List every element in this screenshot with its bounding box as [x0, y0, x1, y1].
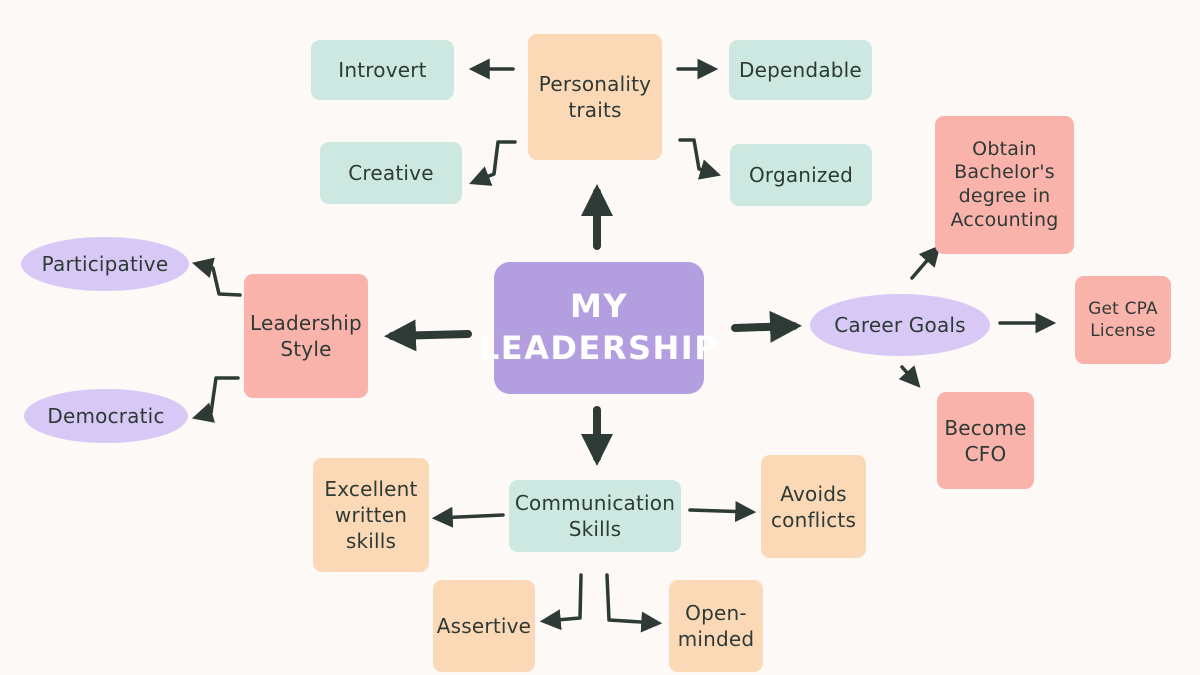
leadership-style-node: Leadership Style [244, 274, 368, 398]
creative-node: Creative [320, 142, 462, 204]
arrow-career-to-cfo [898, 365, 921, 388]
assertive-node: Assertive [433, 580, 535, 672]
career-goals-node: Career Goals [810, 294, 990, 356]
arrow-center-to-leadership-style [384, 319, 472, 352]
arrow-personality-to-creative [469, 140, 517, 186]
arrow-comm-to-assertive [539, 573, 583, 631]
arrow-personality-to-organized [678, 138, 722, 180]
personality-traits-node: Personality traits [528, 34, 662, 160]
bachelors-degree-node: Obtain Bachelor's degree in Accounting [935, 116, 1074, 254]
arrow-comm-to-open-minded [605, 573, 663, 633]
cpa-license-node: Get CPA License [1075, 276, 1171, 364]
arrow-style-to-participative [191, 257, 242, 297]
center-node: MY LEADERSHIP [479, 262, 718, 394]
arrow-style-to-democratic [191, 376, 240, 423]
communication-skills-node: Communication Skills [509, 480, 681, 552]
open-minded-node: Open- minded [669, 580, 763, 672]
democratic-node: Democratic [24, 389, 188, 443]
organized-node: Organized [730, 144, 872, 206]
excellent-written-skills-node: Excellent written skills [313, 458, 429, 572]
participative-node: Participative [21, 237, 189, 291]
arrow-comm-to-written [431, 506, 505, 528]
dependable-node: Dependable [729, 40, 872, 100]
introvert-node: Introvert [311, 40, 454, 100]
arrow-center-to-career-goals [731, 310, 802, 343]
arrow-career-to-bachelors [910, 245, 941, 280]
become-cfo-node: Become CFO [937, 392, 1034, 489]
avoids-conflicts-node: Avoids conflicts [761, 455, 866, 558]
arrow-comm-to-conflicts [688, 500, 757, 522]
